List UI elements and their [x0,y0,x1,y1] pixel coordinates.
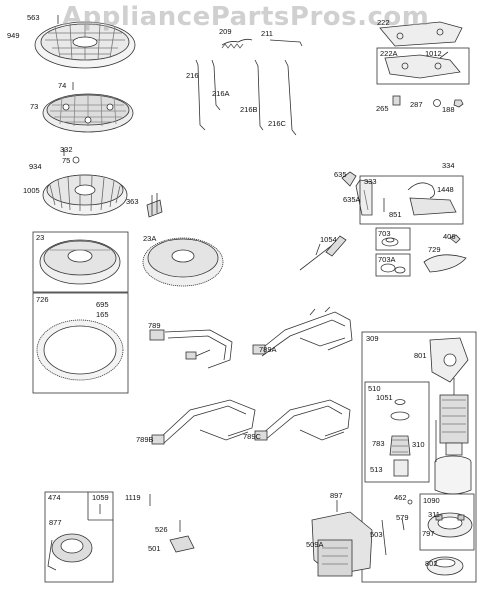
callout-563: 563 [27,13,40,22]
flywheel-drawing [39,239,121,285]
spark-plug-wire-drawing [299,235,347,271]
starter-bolts-drawing [381,499,413,556]
callout-474: 474 [48,493,61,502]
callout-703a: 703A [378,255,396,264]
callout-222: 222 [377,18,390,27]
callout-333: 333 [364,177,377,186]
callout-216b: 216B [240,105,258,114]
callout-222a: 222A [380,49,398,58]
wire-harness-a-drawing [252,306,353,357]
callout-789b: 789B [136,435,154,444]
blower-housing-drawing [34,15,136,69]
callout-789a: 789A [259,345,277,354]
callout-1119: 1119 [125,493,141,502]
callout-73: 73 [30,102,39,111]
clamp-drawing [381,237,399,247]
starter-armature-drawing [439,378,469,456]
starter-housing-drawing [434,455,472,495]
callout-74: 74 [58,81,67,90]
callout-797: 797 [422,529,435,538]
callout-934: 934 [29,162,42,171]
fan-drawing [42,148,128,216]
callout-311: 311 [428,510,440,519]
flywheel-ring-gear-drawing [142,237,224,287]
callout-1005: 1005 [23,186,40,195]
clamp-assembly-drawing [380,263,406,274]
callout-211: 211 [261,29,273,38]
callout-801: 801 [414,351,427,360]
callout-1059: 1059 [92,493,109,502]
callout-501: 501 [148,544,161,553]
callout-635a: 635A [343,195,361,204]
callout-1054: 1054 [320,235,337,244]
callout-503: 503 [370,530,383,539]
callout-789: 789 [148,321,161,330]
callout-363: 363 [126,197,139,206]
callout-23a: 23A [143,234,157,243]
end-cap-drawing [426,556,464,576]
control-bracket-assembly-drawing [384,51,461,79]
starter-motor-drawing [311,500,373,577]
callout-513: 513 [370,465,383,474]
brush-assembly-drawing [427,512,473,538]
callout-165: 165 [96,310,109,319]
callout-1012: 1012 [425,49,442,58]
control-bracket-drawing [379,21,463,47]
starter-drive-kit-drawing [389,399,411,477]
callout-783: 783 [372,439,385,448]
callout-1448: 1448 [437,185,454,194]
callout-334: 334 [442,161,455,170]
callout-216c: 216C [268,119,286,128]
callout-949: 949 [7,31,20,40]
callout-75: 75 [62,156,71,165]
callout-309: 309 [366,334,379,343]
callout-726: 726 [36,295,49,304]
callout-287: 287 [410,100,423,109]
callout-188: 188 [442,105,455,114]
callout-462: 462 [394,493,407,502]
callout-406: 406 [443,232,456,241]
callout-703: 703 [378,229,391,238]
spring-drawing [221,38,303,49]
governor-rods-drawing [195,59,297,136]
callout-635: 635 [334,170,347,179]
ring-gear-drawing [36,319,124,381]
callout-526: 526 [155,525,168,534]
callout-332: 332 [60,145,73,154]
small-hardware-drawing [392,95,464,108]
callout-695: 695 [96,300,109,309]
callout-897: 897 [330,491,343,500]
wire-harness-c-drawing [254,399,351,441]
callout-729: 729 [428,245,441,254]
wire-harness-b-drawing [151,399,256,445]
callout-509a: 509A [306,540,324,549]
callout-802: 802 [425,559,438,568]
ignition-armature-drawing [383,182,457,216]
callout-1090: 1090 [423,496,440,505]
callout-310: 310 [412,440,425,449]
callout-1051: 1051 [376,393,393,402]
callout-216: 216 [186,71,199,80]
wire-harness-drawing [149,329,233,369]
fastener-drawing [149,494,195,553]
bracket-drawing [146,193,163,218]
callout-579: 579 [396,513,409,522]
callout-877: 877 [49,518,62,527]
callout-216a: 216A [212,89,230,98]
callout-23: 23 [36,233,45,242]
screen-drawing [42,82,134,133]
callout-510: 510 [368,384,381,393]
air-guide-drawing [423,234,467,273]
callout-789c: 789C [243,432,261,441]
alternator-drawing [47,504,101,571]
starter-drive-end-drawing [429,337,469,383]
watermark: AppliancePartsPros.com [62,2,430,32]
callout-265: 265 [376,104,389,113]
callout-851: 851 [389,210,402,219]
callout-209: 209 [219,27,232,36]
